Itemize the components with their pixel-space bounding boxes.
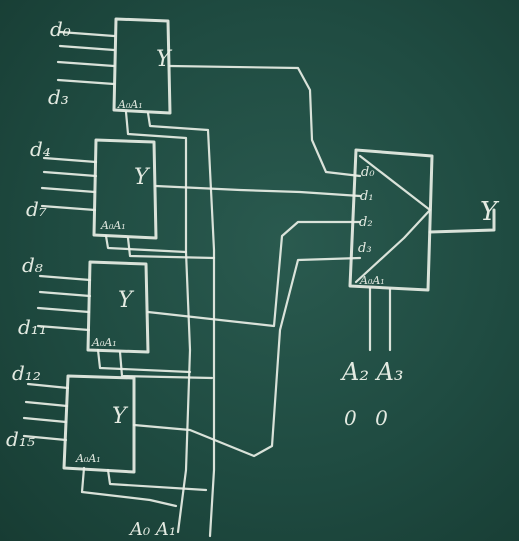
select-lines bbox=[80, 110, 216, 538]
input-label-d8: d₈ bbox=[22, 253, 43, 277]
mux-block-2: Y A₀A₁ bbox=[92, 138, 158, 240]
mux-block-4: Y A₀A₁ bbox=[62, 374, 136, 474]
mux-block-3: Y A₀A₁ bbox=[86, 260, 150, 354]
input-label-d0: d₀ bbox=[50, 17, 71, 41]
mux-block-2-output-label: Y bbox=[134, 165, 151, 190]
final-mux-select-label: A₀A₁ bbox=[359, 274, 385, 287]
final-select-values: 0 0 bbox=[344, 406, 394, 430]
input-label-d12: d₁₂ bbox=[12, 361, 41, 385]
input-labels: d₀ d₃ d₄ d₇ d₈ d₁₁ d₁₂ d₁₅ bbox=[6, 17, 71, 451]
mux-block-4-output-label: Y bbox=[112, 404, 129, 429]
final-mux-input-label-d3: d₃ bbox=[358, 241, 372, 256]
mux-block-4-select-label: A₀A₁ bbox=[75, 452, 101, 465]
input-label-d15: d₁₅ bbox=[6, 427, 35, 451]
final-output-label: Y bbox=[480, 197, 500, 227]
input-label-d11: d₁₁ bbox=[18, 315, 47, 339]
final-select-lines bbox=[368, 286, 392, 352]
mux-block-2-select-label: A₀A₁ bbox=[100, 219, 126, 232]
final-mux-input-label-d0: d₀ bbox=[361, 165, 375, 180]
mux-block-1-select-label: A₀A₁ bbox=[117, 98, 143, 111]
final-mux-input-label-d2: d₂ bbox=[359, 215, 373, 230]
input-label-d4: d₄ bbox=[30, 137, 51, 161]
final-output-line bbox=[428, 208, 496, 234]
input-label-d7: d₇ bbox=[26, 197, 47, 221]
mux-block-3-select-label: A₀A₁ bbox=[91, 336, 117, 349]
mux-block-1: Y A₀A₁ bbox=[112, 17, 173, 115]
input-lines bbox=[22, 30, 116, 442]
mux-block-3-output-label: Y bbox=[118, 288, 135, 313]
output-routing bbox=[132, 64, 362, 458]
bottom-select-label: A₀ A₁ bbox=[128, 519, 176, 540]
mux-block-1-output-label: Y bbox=[156, 47, 173, 72]
final-select-pins-label: A₂ A₃ bbox=[340, 358, 404, 386]
input-label-d3: d₃ bbox=[48, 85, 69, 109]
final-mux-input-label-d1: d₁ bbox=[360, 189, 374, 204]
final-mux-block: d₀ d₁ d₂ d₃ A₀A₁ bbox=[348, 148, 434, 292]
